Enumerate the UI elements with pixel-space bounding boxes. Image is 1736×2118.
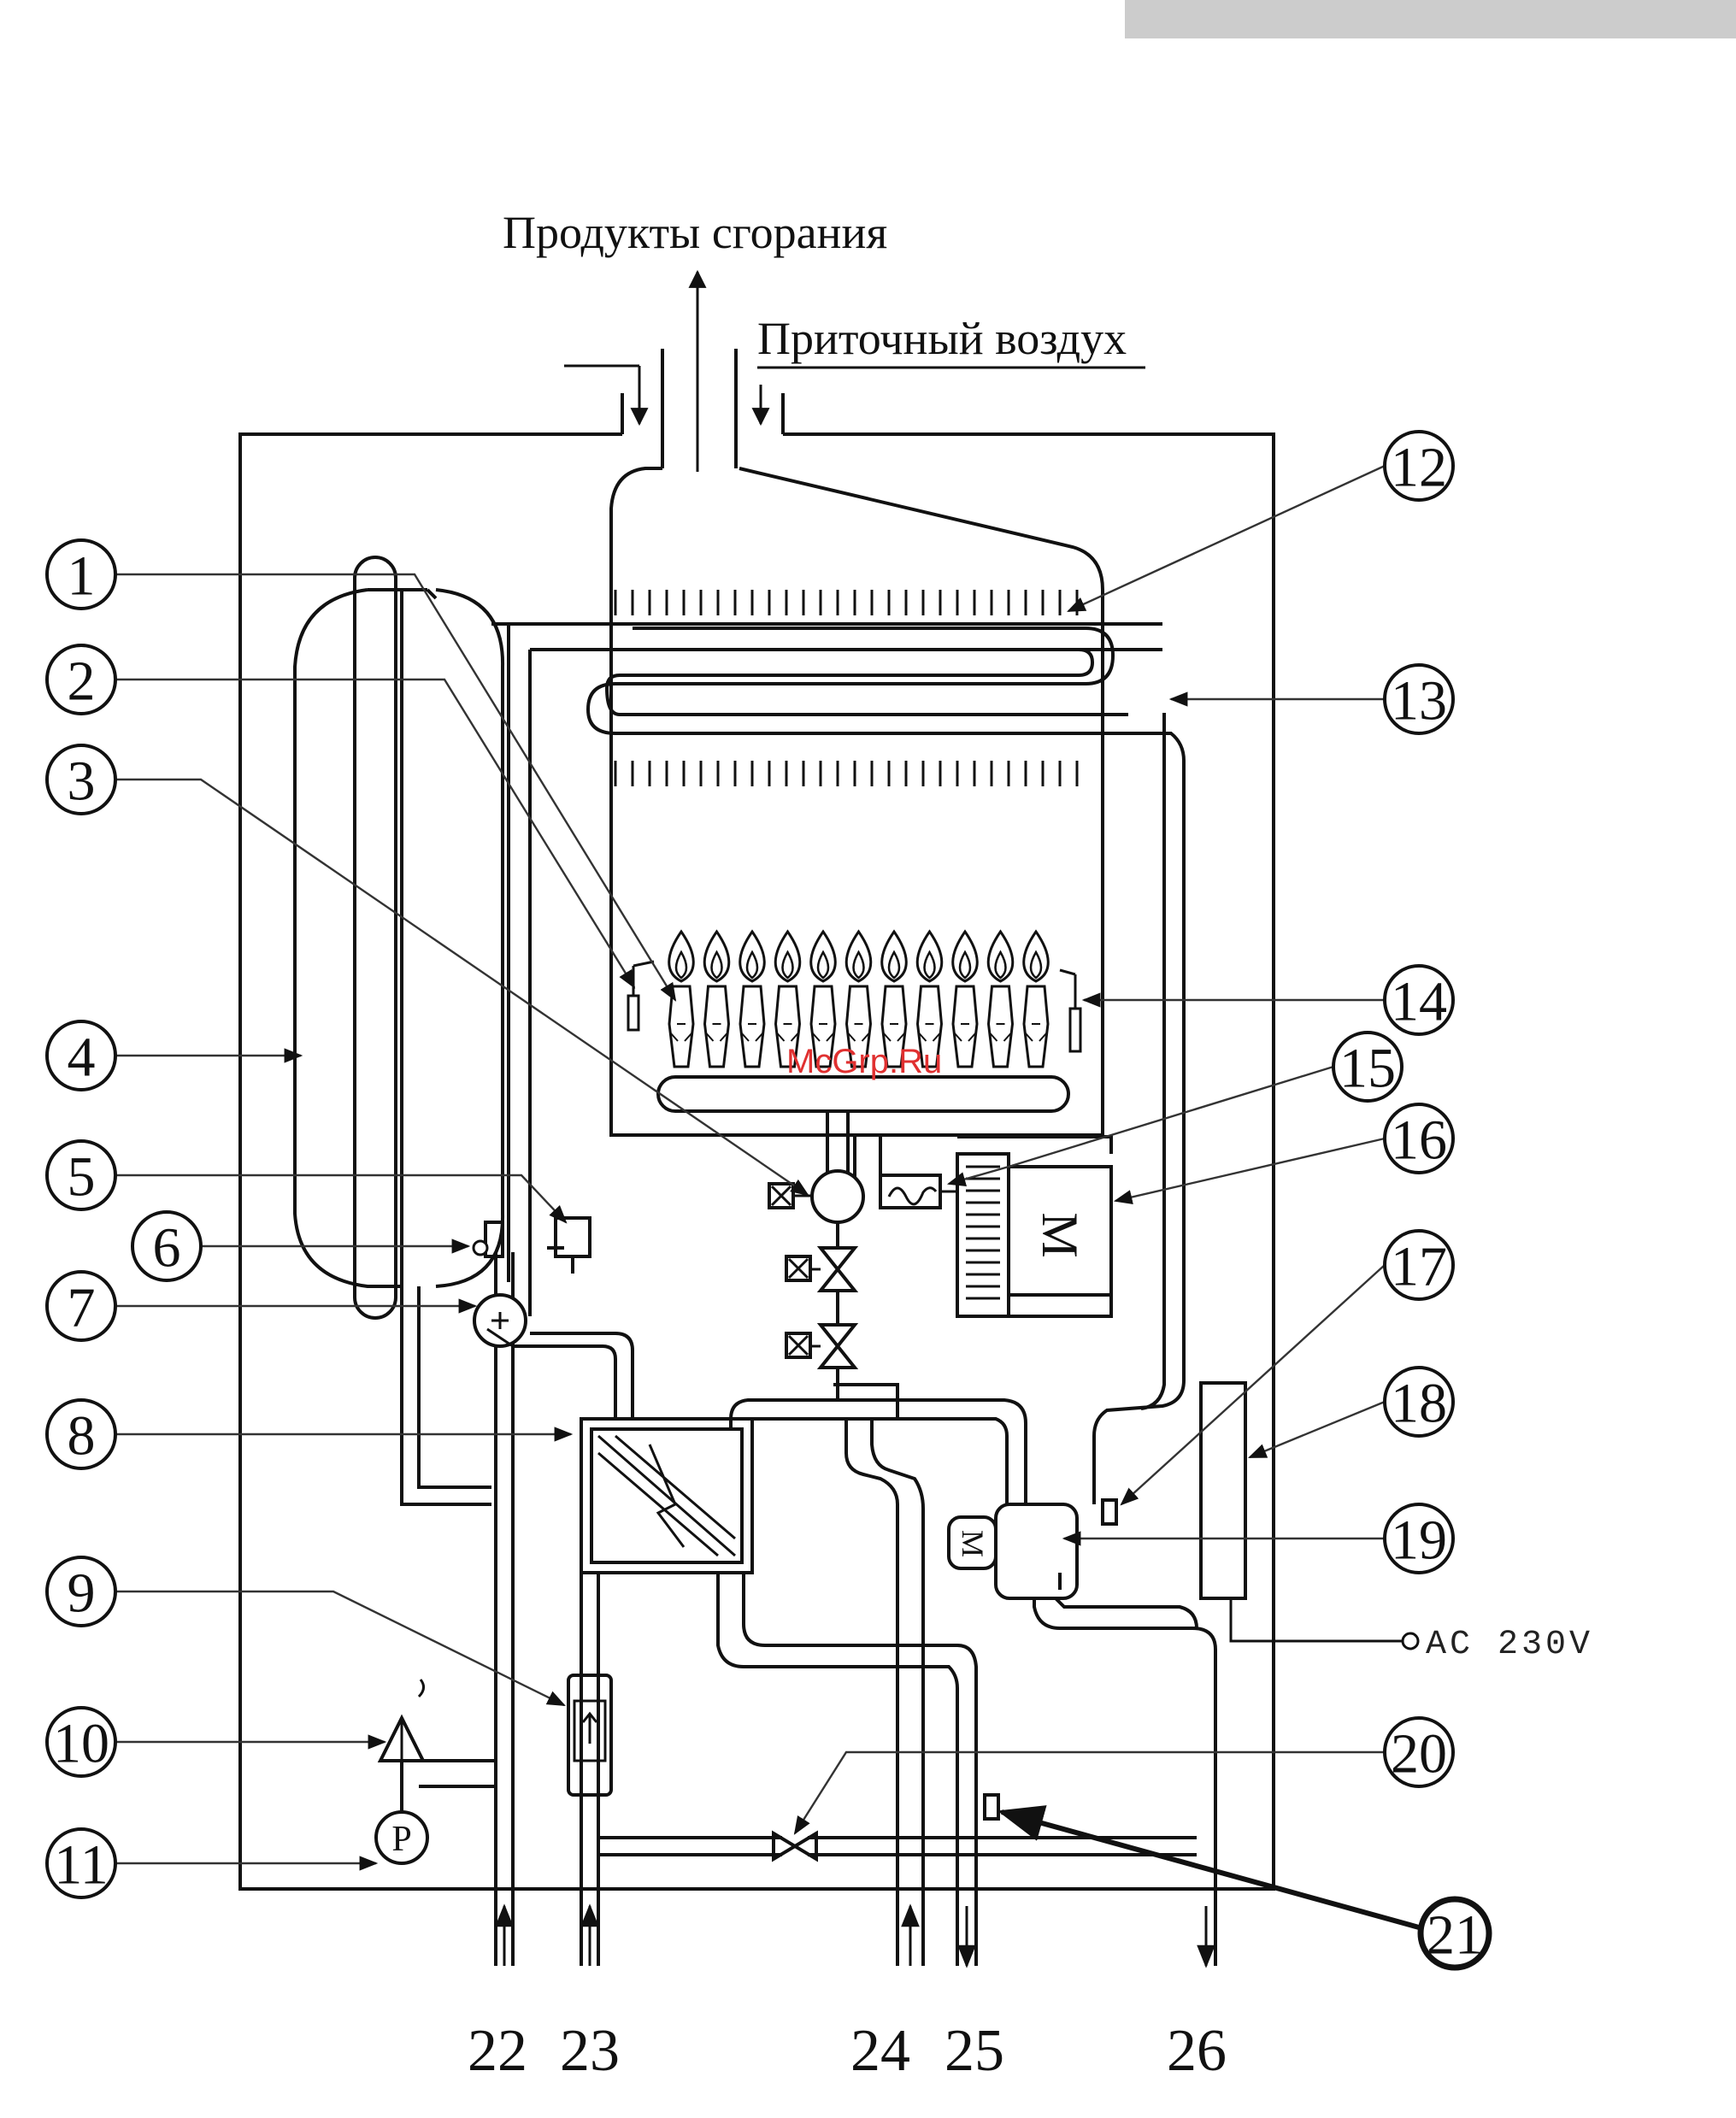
- callout-number: 18: [1391, 1373, 1447, 1435]
- callout-number: 10: [53, 1713, 109, 1775]
- flow-sensor: [568, 1675, 611, 1795]
- burner-flame: [1024, 932, 1049, 1067]
- gas-valve: [769, 1171, 863, 1400]
- callout-number: 4: [68, 1027, 96, 1089]
- callout-number: 15: [1339, 1038, 1396, 1100]
- air-vent: [547, 1218, 590, 1274]
- callout-9: 9: [47, 1557, 115, 1626]
- callout-number: 19: [1391, 1509, 1447, 1572]
- callout-16: 16: [1385, 1104, 1453, 1173]
- combustion-chamber: [611, 468, 1103, 1135]
- callout-7: 7: [47, 1272, 115, 1340]
- ignition-electrode: [628, 996, 638, 1030]
- expansion-vessel: [295, 557, 503, 1318]
- burner-flame: [953, 932, 978, 1067]
- callout-10: 10: [47, 1708, 115, 1776]
- callout-number: 6: [153, 1217, 181, 1280]
- three-way-valve: M: [949, 1500, 1116, 1598]
- flue-duct: [564, 349, 783, 468]
- svg-text:M: M: [956, 1530, 990, 1557]
- power-label: AC 230V: [1426, 1626, 1593, 1664]
- connection-22: 22: [468, 2018, 527, 2084]
- connection-arrows: [504, 1906, 1206, 1966]
- circulation-pump: [474, 1295, 526, 1346]
- callout-2: 2: [47, 645, 115, 714]
- callout-number: 8: [68, 1405, 96, 1468]
- fan: M: [957, 1137, 1111, 1316]
- svg-text:M: M: [1032, 1212, 1088, 1257]
- callout-number: 7: [68, 1277, 96, 1339]
- burner-flame: [740, 932, 765, 1067]
- callout-number: 16: [1391, 1109, 1447, 1172]
- callout-12: 12: [1385, 432, 1453, 500]
- callout-18: 18: [1385, 1368, 1453, 1436]
- intake-label: Приточный воздух: [757, 313, 1127, 364]
- plate-heat-exchanger: [581, 1419, 752, 1573]
- callout-21: 21: [1421, 1899, 1489, 1968]
- heat-exchanger-tubes: [588, 628, 1162, 733]
- connection-26: 26: [1167, 2018, 1227, 2084]
- callout-number: 13: [1391, 670, 1447, 732]
- callout-4: 4: [47, 1021, 115, 1090]
- burner-flame: [988, 932, 1013, 1067]
- callout-number: 9: [68, 1562, 96, 1625]
- callout-1: 1: [47, 540, 115, 609]
- callout-3: 3: [47, 745, 115, 814]
- heat-exchanger-fins: [615, 590, 1077, 786]
- callout-14: 14: [1385, 966, 1453, 1034]
- callout-17: 17: [1385, 1231, 1453, 1299]
- callout-number: 21: [1427, 1904, 1483, 1967]
- safety-valve: [380, 1680, 424, 1761]
- callout-number: 3: [68, 750, 96, 813]
- connection-23: 23: [560, 2018, 620, 2084]
- watermark: McGrp.Ru: [786, 1043, 942, 1080]
- callout-15: 15: [1333, 1033, 1402, 1101]
- ntc-sensor: [985, 1795, 998, 1819]
- callout-6: 6: [132, 1212, 201, 1280]
- callout-20: 20: [1385, 1718, 1453, 1786]
- callout-19: 19: [1385, 1504, 1453, 1573]
- header-bar: [1125, 0, 1736, 38]
- callout-number: 20: [1391, 1723, 1447, 1786]
- burner-flame: [704, 932, 729, 1067]
- bypass-valve: [774, 1833, 816, 1859]
- callout-number: 1: [68, 545, 96, 608]
- callout-number: 2: [68, 650, 96, 713]
- flame-sensor-electrode: [1070, 1009, 1080, 1051]
- air-pressure-switch: [880, 1175, 957, 1208]
- pressure-gauge: P: [376, 1761, 427, 1863]
- callout-number: 12: [1391, 437, 1447, 499]
- callout-number: 14: [1391, 971, 1447, 1033]
- callout-8: 8: [47, 1400, 115, 1468]
- connection-25: 25: [945, 2018, 1004, 2084]
- svg-text:P: P: [391, 1820, 411, 1859]
- callout-13: 13: [1385, 665, 1453, 733]
- callout-number: 11: [54, 1834, 109, 1897]
- callout-number: 5: [68, 1146, 96, 1209]
- callout-number: 17: [1391, 1236, 1447, 1298]
- exhaust-label: Продукты сгорания: [503, 207, 887, 258]
- burner-flame: [669, 932, 694, 1067]
- callout-11: 11: [47, 1829, 115, 1897]
- callout-5: 5: [47, 1141, 115, 1209]
- connection-24: 24: [850, 2018, 910, 2084]
